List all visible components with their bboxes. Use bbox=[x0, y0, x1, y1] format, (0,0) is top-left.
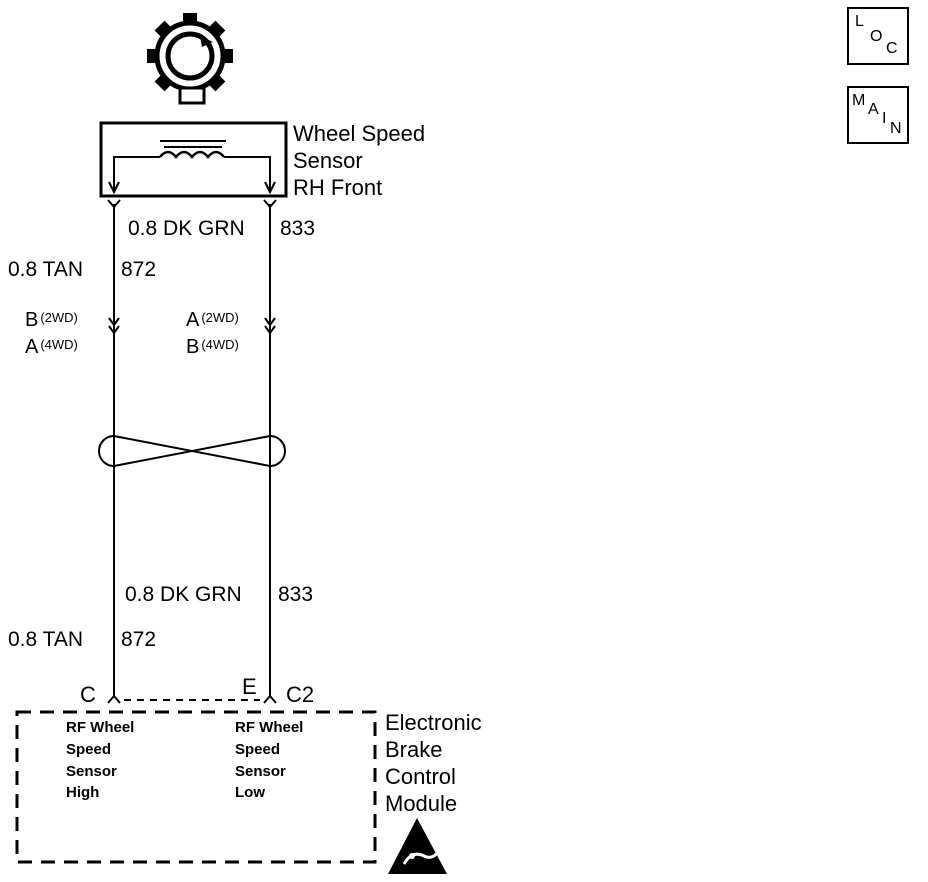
wires bbox=[113, 204, 271, 696]
esd-warning-icon bbox=[388, 818, 447, 874]
wire-label-tan-lower: 0.8 TAN bbox=[8, 628, 84, 651]
inline-right-pin-2wd: A(2WD) bbox=[186, 309, 239, 331]
module-pin-c: C bbox=[80, 682, 96, 707]
sensor-coil bbox=[113, 140, 271, 190]
wire-label-dk-grn-lower: 0.8 DK GRN bbox=[125, 583, 242, 606]
sensor-name: Wheel Speed Sensor RH Front bbox=[293, 121, 426, 200]
inline-left-pin-4wd: A(4WD) bbox=[25, 336, 78, 358]
circuit-872-lower: 872 bbox=[121, 628, 157, 651]
tone-wheel-icon bbox=[147, 13, 233, 105]
twisted-pair-symbol bbox=[98, 435, 286, 467]
loc-icon[interactable]: L O C bbox=[847, 7, 909, 65]
main-icon[interactable]: M A I N bbox=[847, 86, 909, 144]
circuit-833-lower: 833 bbox=[278, 583, 314, 606]
inline-connector-symbols bbox=[108, 317, 276, 335]
inline-right-pin-4wd: B(4WD) bbox=[186, 336, 239, 358]
module-pin-e: E bbox=[242, 674, 257, 699]
inline-left-pin-2wd: B(2WD) bbox=[25, 309, 78, 331]
sensor-housing bbox=[99, 121, 288, 198]
circuit-872-upper: 872 bbox=[121, 258, 157, 281]
module-connector-id: C2 bbox=[286, 682, 315, 707]
circuit-833-upper: 833 bbox=[280, 217, 316, 240]
module-name: Electronic Brake Control Module bbox=[385, 710, 482, 816]
input-rf-low: RF Wheel Speed Sensor Low bbox=[235, 719, 304, 802]
wire-label-dk-grn-upper: 0.8 DK GRN bbox=[128, 217, 245, 240]
input-rf-high: RF Wheel Speed Sensor High bbox=[66, 719, 135, 802]
wire-label-tan-upper: 0.8 TAN bbox=[8, 258, 84, 281]
